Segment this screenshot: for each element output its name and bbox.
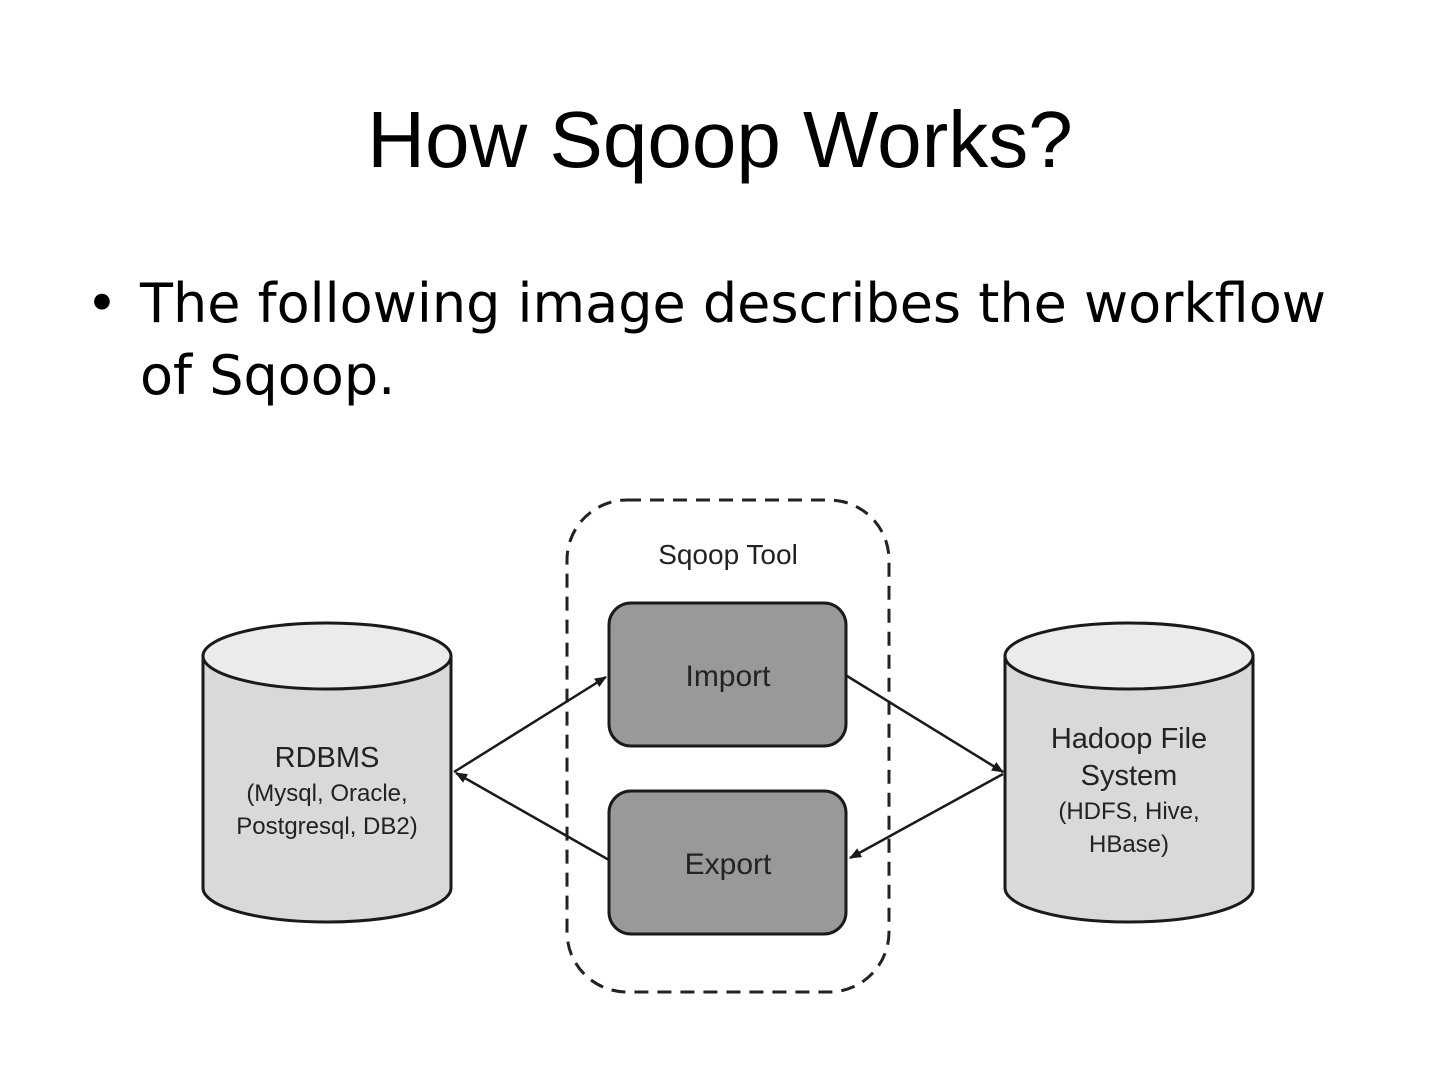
import-label: Import [685,660,771,693]
hadoop-line2: HBase) [1089,831,1169,858]
hadoop-line1: (HDFS, Hive, [1058,798,1199,825]
sqoop-tool-container: Sqoop Tool [565,498,891,994]
hadoop-title-line2: System [1081,760,1178,792]
arrow-hadoop-to-export [849,772,1004,860]
import-box: Import [607,601,848,748]
bullet-marker: • [86,272,118,335]
rdbms-title: RDBMS [275,742,380,774]
rdbms-cylinder: RDBMS (Mysql, Oracle, Postgresql, DB2) [201,621,453,924]
hadoop-title-line1: Hadoop File [1051,723,1207,755]
rdbms-line2: Postgresql, DB2) [236,813,417,840]
export-box: Export [607,789,848,936]
flow-arrows [453,674,1004,862]
sqoop-tool-label: Sqoop Tool [658,539,798,570]
arrow-rdbms-to-import [453,675,607,774]
bullet-item: • The following image describes the work… [86,268,1386,412]
slide-title: How Sqoop Works? [367,95,1073,184]
bullet-text: The following image describes the workfl… [140,272,1326,407]
arrow-export-to-rdbms [455,771,610,862]
export-label: Export [685,848,772,881]
rdbms-line1: (Mysql, Oracle, [246,780,407,807]
arrow-import-to-hadoop [846,674,1004,774]
hadoop-cylinder: Hadoop File System (HDFS, Hive, HBase) [1003,621,1255,924]
